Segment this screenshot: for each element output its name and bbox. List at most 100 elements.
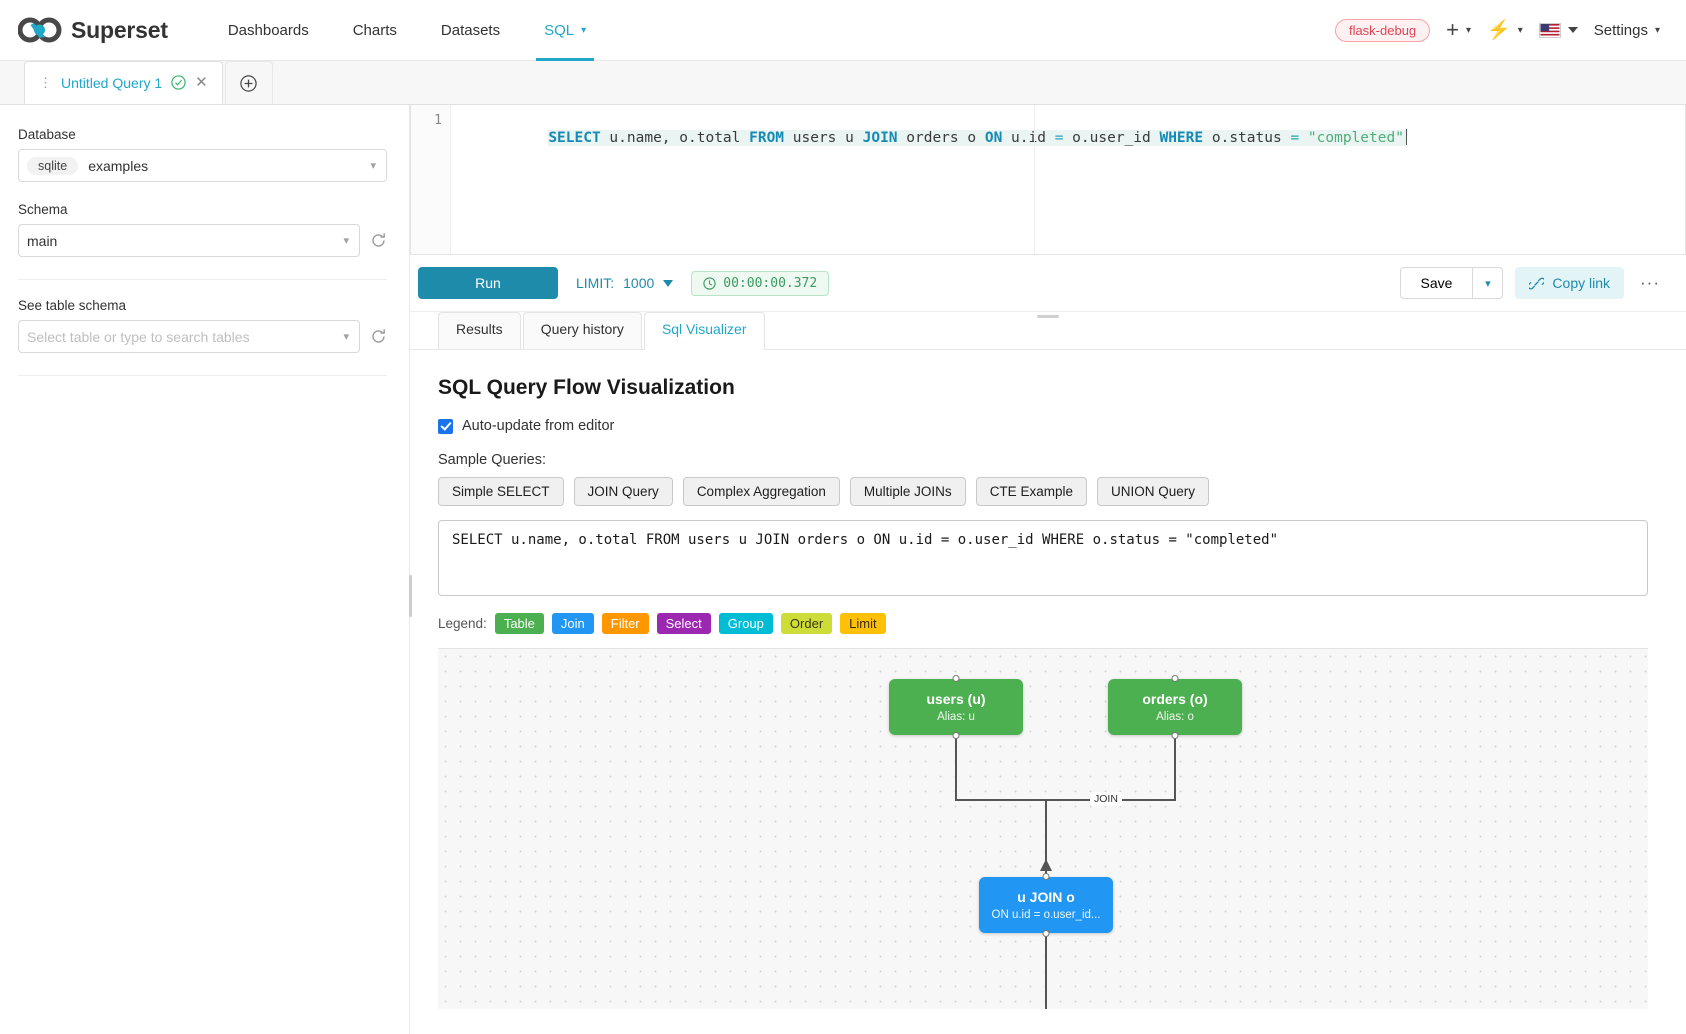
sql-token: SELECT <box>548 130 601 146</box>
sample-button-multiple-joins[interactable]: Multiple JOINs <box>849 477 966 506</box>
bolt-icon: ⚡ <box>1487 19 1511 41</box>
chevron-down-icon: ▾ <box>370 160 376 172</box>
sample-queries-label: Sample Queries: <box>438 452 546 468</box>
sql-token: o.user_id <box>1063 130 1160 146</box>
node-port-bottom <box>1042 930 1050 937</box>
sample-button-simple-select[interactable]: Simple SELECT <box>438 477 564 506</box>
close-icon[interactable]: ✕ <box>195 74 208 91</box>
node-port-top <box>952 675 960 682</box>
schema-select[interactable]: main ▾ <box>18 224 360 257</box>
result-tabs: Results Query history Sql Visualizer <box>410 312 1686 350</box>
nav-link-charts-label: Charts <box>352 21 397 39</box>
sql-token: = <box>1290 130 1300 146</box>
drag-handle-icon[interactable]: ⋮ <box>39 75 52 90</box>
tab-query-history-label: Query history <box>540 321 624 337</box>
save-button-group: Save ▾ <box>1399 267 1504 299</box>
sql-token: u.name, o.total <box>600 130 750 146</box>
legend-chip-order: Order <box>780 613 833 634</box>
graph-node-orders-title: orders (o) <box>1142 691 1208 707</box>
brand-logo-group[interactable]: Superset <box>18 17 168 44</box>
sample-button-cte-example[interactable]: CTE Example <box>975 477 1087 506</box>
auto-update-checkbox[interactable] <box>438 418 453 434</box>
sql-editor[interactable]: 1 SELECT u.name, o.total FROM users u JO… <box>410 105 1686 255</box>
nav-link-charts[interactable]: Charts <box>331 0 419 61</box>
nav-link-dashboards[interactable]: Dashboards <box>206 0 331 61</box>
toolbar-right: Save ▾ Copy link ··· <box>1399 267 1665 299</box>
editor-resize-handle[interactable] <box>1037 315 1059 318</box>
database-engine-chip: sqlite <box>27 156 79 175</box>
sql-token: o.status <box>1203 130 1291 146</box>
chevron-down-icon: ▾ <box>343 235 349 247</box>
graph-node-join[interactable]: u JOIN o ON u.id = o.user_id... <box>979 873 1113 937</box>
settings-menu[interactable]: Settings ▾ <box>1594 22 1660 39</box>
save-button[interactable]: Save <box>1399 267 1474 299</box>
nav-link-datasets[interactable]: Datasets <box>419 0 522 61</box>
legend-chip-table: Table <box>494 613 544 634</box>
caret-down-icon <box>1567 27 1578 33</box>
plus-icon: + <box>1446 17 1460 42</box>
query-tab-untitled-query-1[interactable]: ⋮ Untitled Query 1 ✕ <box>24 61 223 104</box>
query-tab-bar: ⋮ Untitled Query 1 ✕ <box>0 61 1686 105</box>
legend-chip-limit: Limit <box>840 613 886 634</box>
sql-token: orders o <box>897 130 985 146</box>
tab-sql-visualizer[interactable]: Sql Visualizer <box>643 312 765 350</box>
database-label: Database <box>18 127 76 142</box>
edge-label-join: JOIN <box>1090 792 1122 806</box>
more-options-icon[interactable]: ··· <box>1640 273 1660 292</box>
bolt-menu-button[interactable]: ⚡ ▾ <box>1487 21 1523 40</box>
graph-node-users-title: users (u) <box>926 691 986 707</box>
nav-link-sql[interactable]: SQL ▾ <box>522 0 608 61</box>
node-port-top <box>1171 675 1179 682</box>
tab-results-label: Results <box>456 321 503 337</box>
node-port-bottom <box>952 732 960 739</box>
panel-resize-handle[interactable] <box>409 575 412 617</box>
node-port-bottom <box>1171 732 1179 739</box>
visualizer-separator <box>438 648 1648 649</box>
add-query-tab-button[interactable] <box>224 61 273 104</box>
copy-link-button[interactable]: Copy link <box>1515 267 1625 299</box>
sample-button-join-query[interactable]: JOIN Query <box>573 477 673 506</box>
sql-visualizer-pane: SQL Query Flow Visualization Auto-update… <box>410 350 1686 1034</box>
sql-token: "completed" <box>1307 130 1404 146</box>
chevron-down-icon: ▾ <box>1517 24 1523 36</box>
caret-down-icon <box>663 279 674 287</box>
sample-button-union-query[interactable]: UNION Query <box>1096 477 1209 506</box>
editor-toolbar: Run LIMIT: 1000 00:00:00.372 Save ▾ <box>410 255 1686 318</box>
schema-row: main ▾ <box>18 224 387 257</box>
nav-link-sql-label: SQL <box>544 21 575 39</box>
database-select[interactable]: sqlite examples ▾ <box>18 149 387 182</box>
refresh-schema-icon[interactable] <box>370 232 387 249</box>
editor-sql-line: SELECT u.name, o.total FROM users u JOIN… <box>548 130 1406 146</box>
copy-link-label: Copy link <box>1552 275 1611 291</box>
auto-update-row: Auto-update from editor <box>438 418 1648 434</box>
tab-query-history[interactable]: Query history <box>522 312 642 349</box>
column-guide <box>1034 105 1035 254</box>
sql-token: WHERE <box>1159 130 1204 146</box>
panel-divider <box>18 279 387 280</box>
sql-token <box>1299 130 1308 146</box>
navbar-right: flask-debug + ▾ ⚡ ▾ Settings ▾ <box>1334 18 1660 42</box>
table-select[interactable]: Select table or type to search tables ▾ <box>18 320 360 353</box>
save-dropdown-button[interactable]: ▾ <box>1473 267 1504 299</box>
visualizer-sql-input[interactable] <box>438 520 1648 596</box>
brand-text: Superset <box>71 16 168 43</box>
legend-chip-group: Group <box>718 613 773 634</box>
tab-results[interactable]: Results <box>438 312 521 349</box>
run-button[interactable]: Run <box>418 267 558 299</box>
graph-node-users[interactable]: users (u) Alias: u <box>889 675 1023 739</box>
limit-dropdown[interactable]: LIMIT: 1000 <box>576 275 674 291</box>
language-selector[interactable] <box>1538 22 1578 38</box>
limit-value: 1000 <box>623 275 655 291</box>
nav-link-dashboards-label: Dashboards <box>227 21 309 39</box>
legend: Legend: Table Join Filter Select Group O… <box>438 613 1648 634</box>
schema-select-value: main <box>27 232 58 249</box>
new-item-button[interactable]: + ▾ <box>1446 19 1471 41</box>
table-select-placeholder: Select table or type to search tables <box>27 328 250 345</box>
settings-label: Settings <box>1593 21 1648 39</box>
refresh-tables-icon[interactable] <box>370 328 387 345</box>
sample-button-complex-aggregation[interactable]: Complex Aggregation <box>682 477 840 506</box>
graph-node-orders[interactable]: orders (o) Alias: o <box>1108 675 1242 739</box>
editor-code-area[interactable]: SELECT u.name, o.total FROM users u JOIN… <box>451 105 1685 162</box>
query-flow-canvas[interactable]: users (u) Alias: u orders (o) Alias: o J… <box>438 649 1648 1009</box>
sql-token: u.id <box>1002 130 1055 146</box>
